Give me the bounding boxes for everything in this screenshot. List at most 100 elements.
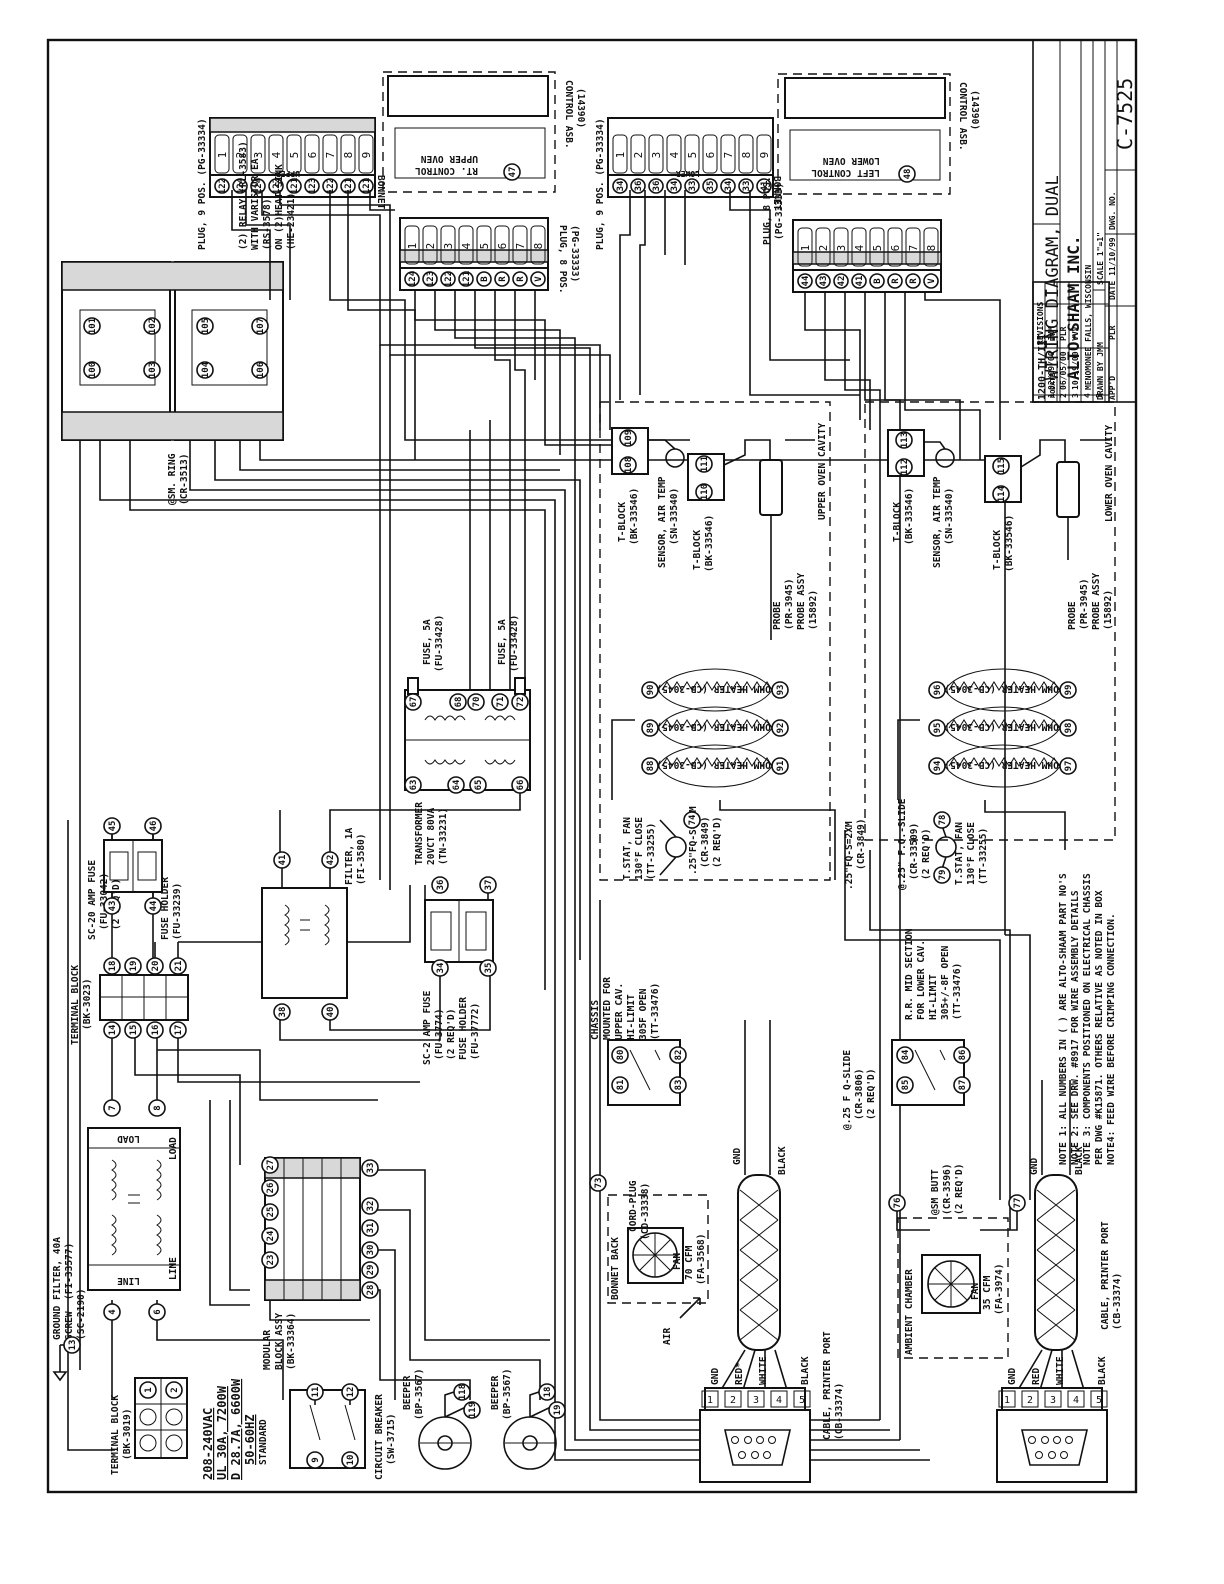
db9-pin-box	[793, 1390, 811, 1408]
transformer-terminal	[467, 693, 485, 711]
plug9-lower-wire-terminal	[702, 178, 718, 194]
modular-terminal-label: 29	[366, 1265, 376, 1276]
note-3b: PER DWG #K15871. OTHERS RELATIVE AS NOTE…	[1094, 890, 1105, 1165]
sc20-fuses: SC-20 AMP FUSE (FU-33042) (2 REQ'D) FUSE…	[87, 826, 183, 940]
plug8-upper-wire-number: 122	[444, 271, 454, 287]
notes: NOTE 1: ALL NUMBERS IN ( ) ARE ALTO-SHAA…	[1058, 873, 1117, 1165]
sensor2-line2: (SN-33540)	[944, 488, 955, 545]
plug8-lower-pin	[869, 227, 885, 267]
heater-terminal	[771, 719, 789, 737]
heater-terminal	[928, 757, 946, 775]
plug9-upper-pin	[268, 134, 284, 174]
probe1-line1: PROBE	[772, 601, 783, 630]
db9-pin-number: 4	[1073, 1395, 1079, 1406]
plug8-lower-wire-terminal	[851, 273, 867, 289]
beeper1-terminal	[463, 1401, 481, 1419]
lower-cavity-label: LOWER OVEN CAVITY	[1104, 424, 1115, 522]
tstat-fan: T.STAT, FAN 130°F CLOSE (TT-33255) .25"F…	[622, 798, 989, 890]
tblock1-line2: (BK-33546)	[629, 488, 640, 545]
plug8-upper-wire-number: 123	[426, 271, 436, 287]
db9-pin	[744, 1436, 752, 1444]
db9-pin	[763, 1451, 771, 1459]
breaker-terminal	[306, 1451, 324, 1469]
heater-label: 45 OHM HEATER (CB-3045)	[944, 759, 1076, 770]
beeper1-terminal	[453, 1383, 471, 1401]
control-upper-line2: UPPER OVEN	[421, 153, 478, 164]
relay-line1: (2) RELAY (RL-3583)	[238, 141, 249, 250]
breaker-terminal-label: 11	[311, 1387, 321, 1398]
plug9-lower-label: PLUG, 9 POS. (PG-33334)	[595, 118, 606, 250]
plug8-lower-wire-number: 42	[837, 276, 847, 287]
transformer-terminal-label: 67	[409, 697, 419, 708]
hilimit-terminal	[896, 1046, 914, 1064]
hilimit-terminal	[669, 1046, 687, 1064]
hilimit-terminal	[953, 1076, 971, 1094]
plug9-upper-wire-terminal	[250, 178, 266, 194]
fqslide1-line2: (CR-33509)	[909, 823, 920, 880]
control-asb-lower: CONTROL ASB.	[957, 82, 968, 151]
note-4: NOTE4: FEED WIRE BEFORE CRIMPING CONNECT…	[1106, 913, 1117, 1165]
plug8-lower-pin	[923, 227, 939, 267]
filter1a-terminal	[273, 851, 291, 869]
cord-terminal-label: 73	[594, 1178, 604, 1189]
sc2-terminal	[431, 876, 449, 894]
transformer-terminal	[469, 776, 487, 794]
tblock-terminal	[895, 458, 913, 476]
sc2-terminal-label: 37	[484, 880, 494, 891]
filter1a-line1: FILTER, 1A	[344, 828, 355, 885]
sensor1-line1: SENSOR, AIR TEMP	[657, 476, 668, 568]
tblock3-line1: T-BLOCK	[892, 502, 903, 542]
revision-header: DATE	[1049, 373, 1057, 390]
transformer-line3: (TN-33231)	[438, 808, 449, 865]
plug8-lower-wire-number: R	[909, 278, 919, 284]
plug9-lower-pin-number: 2	[632, 152, 645, 159]
modular-terminal-label: 32	[366, 1201, 376, 1212]
db1-black: BLACK	[800, 1356, 811, 1385]
db9-pin	[1028, 1436, 1036, 1444]
plug8-lower-pin	[797, 227, 813, 267]
fuse5a1-line2: (FU-33428)	[434, 615, 445, 672]
heater-terminal-label: 90	[646, 685, 656, 696]
chassis-line1: CHASSIS	[590, 1000, 601, 1040]
power-ul: UL 30A, 7200W	[215, 1385, 229, 1480]
modular-terminal	[261, 1203, 279, 1221]
smbutt-line3: (2 REQ'D)	[954, 1164, 965, 1215]
db9-pin-box	[701, 1390, 719, 1408]
tblock-terminal-label: 109	[624, 430, 634, 446]
plug8-upper-wire-terminal	[458, 271, 474, 287]
plug8-upper-pin-number: 4	[460, 242, 473, 249]
db2-black: BLACK	[1097, 1356, 1108, 1385]
plug9-lower-wire-terminal	[648, 178, 664, 194]
tb-bk3023-terminal-label: 16	[151, 1025, 161, 1036]
plug9-lower-pin-number: 1	[614, 152, 627, 159]
revisions-table: REVISIONS 102/09/00JMM206/05/00PLR310/19…	[1032, 281, 1110, 403]
plug9-upper-pin-number: 2	[234, 152, 247, 159]
cord-plug-line2: (CD-33338)	[640, 1183, 651, 1240]
plug9-lower-wire-terminal	[666, 178, 682, 194]
power-hz: 50-60HZ	[243, 1414, 257, 1465]
breaker-terminal	[306, 1383, 324, 1401]
transformer-terminal-label: 70	[472, 697, 482, 708]
tb-bk3023-terminal-label: 20	[151, 961, 161, 972]
revision-cell: 5	[1095, 393, 1104, 398]
smbutt-line1: @SM BUTT	[930, 1169, 941, 1215]
modular-terminal	[361, 1219, 379, 1237]
ambient-label: AMBIENT CHAMBER	[904, 1269, 915, 1355]
plug9-lower-pin	[684, 134, 700, 174]
db9-pin	[731, 1436, 739, 1444]
dwg-no-label: DWG. NO.	[1108, 191, 1117, 230]
ambient-terminal	[888, 1194, 906, 1212]
plug9-lower-wire-number: 36	[652, 181, 662, 192]
ambient-chamber-fan: AMBIENT CHAMBER FAN 35 CFM (FA-3974) @SM…	[896, 1164, 1018, 1359]
cable2-line1: CABLE, PRINTER PORT	[1100, 1221, 1111, 1330]
db9-pin	[1041, 1436, 1049, 1444]
fan1-line1: FAN	[672, 1253, 683, 1270]
heater-terminal	[771, 681, 789, 699]
db9-pin-number: 2	[730, 1395, 736, 1406]
fan1-line3: (FA-3568)	[696, 1234, 707, 1285]
modular-line2: BLOCK ASSY	[274, 1313, 285, 1370]
plug9-upper-label: PLUG, 9 POS. (PG-33334)	[197, 118, 208, 250]
plug8-lower-wire-number: B	[873, 278, 883, 284]
plug9-lower-pin	[648, 134, 664, 174]
filter-1a: FILTER, 1A (FI-3580)	[261, 828, 367, 999]
